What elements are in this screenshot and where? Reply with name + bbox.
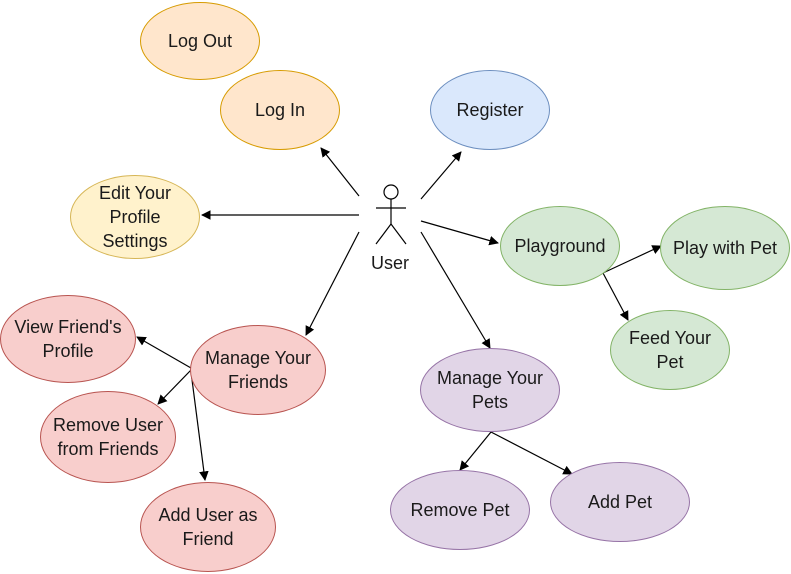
use-case-feed-pet[interactable]: Feed Your Pet — [610, 310, 730, 390]
edge-user-login — [320, 147, 360, 197]
edge-pets-add — [490, 431, 573, 475]
edge-friends-view — [136, 336, 192, 369]
use-case-add-user[interactable]: Add User as Friend — [140, 482, 276, 572]
user-actor-label: User — [370, 253, 409, 273]
edge-user-register — [420, 151, 462, 200]
use-case-log-in[interactable]: Log In — [220, 70, 340, 150]
use-case-manage-pets[interactable]: Manage Your Pets — [420, 348, 560, 432]
edge-friends-remove — [157, 369, 192, 405]
use-case-add-pet[interactable]: Add Pet — [550, 462, 690, 542]
edge-user-manage-pets — [420, 231, 491, 349]
user-actor-icon — [375, 184, 407, 245]
use-case-view-friend-profile[interactable]: View Friend's Profile — [0, 295, 136, 383]
edge-pets-remove — [459, 431, 492, 471]
use-case-edit-profile[interactable]: Edit Your Profile Settings — [70, 175, 200, 259]
edge-playground-feed — [602, 272, 629, 321]
use-case-manage-friends[interactable]: Manage Your Friends — [190, 325, 326, 415]
edge-user-manage-friends — [305, 231, 360, 336]
use-case-remove-user[interactable]: Remove User from Friends — [40, 391, 176, 483]
use-case-log-out[interactable]: Log Out — [140, 2, 260, 80]
use-case-remove-pet[interactable]: Remove Pet — [390, 470, 530, 550]
edge-friends-add — [190, 371, 209, 481]
edge-playground-play — [602, 245, 662, 274]
use-case-play-with-pet[interactable]: Play with Pet — [660, 206, 790, 290]
edge-user-playground — [420, 220, 499, 246]
use-case-register[interactable]: Register — [430, 70, 550, 150]
use-case-playground[interactable]: Playground — [500, 206, 620, 286]
